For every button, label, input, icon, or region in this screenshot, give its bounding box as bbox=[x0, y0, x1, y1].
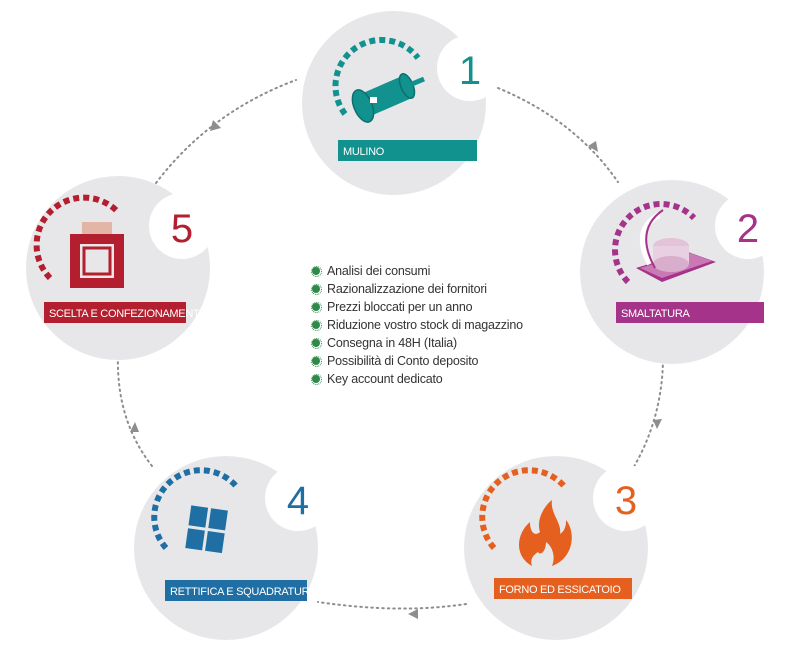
bullet-icon bbox=[310, 319, 322, 331]
step-3-number: 3 bbox=[615, 479, 637, 523]
step-4: 4 RETTIFICA E SQUADRATURA bbox=[134, 456, 331, 640]
connector-arrows bbox=[130, 120, 662, 619]
connector-1-2 bbox=[497, 87, 619, 183]
step-3-label: FORNO ED ESSICATOIO bbox=[499, 584, 621, 596]
step-1: 1 MULINO bbox=[302, 11, 503, 195]
benefit-item: Razionalizzazione dei fornitori bbox=[310, 280, 523, 298]
ball-mill-icon bbox=[332, 37, 425, 123]
step-4-label-box bbox=[165, 580, 307, 601]
step-1-number-badge bbox=[437, 35, 503, 101]
bullet-icon bbox=[310, 283, 322, 295]
step-2-number-badge bbox=[715, 193, 781, 259]
step-5-label-box bbox=[44, 302, 186, 323]
connector-3-4 bbox=[317, 601, 467, 610]
arrow-1-2 bbox=[588, 141, 598, 152]
step-3-number-badge bbox=[593, 465, 659, 531]
step-3-label-box bbox=[494, 578, 632, 599]
step-1-number: 1 bbox=[459, 49, 481, 93]
tile-window-icon bbox=[151, 467, 239, 554]
connector-4-5 bbox=[116, 354, 153, 467]
step-5: 5 SCELTA E CONFEZIONAMENTO bbox=[26, 176, 215, 360]
benefit-item: Prezzi bloccati per un anno bbox=[310, 298, 523, 316]
step-2-number: 2 bbox=[737, 207, 759, 251]
benefit-item: Possibilità di Conto deposito bbox=[310, 352, 523, 370]
step-4-label: RETTIFICA E SQUADRATURA bbox=[170, 586, 317, 598]
benefit-item: Key account dedicato bbox=[310, 370, 523, 388]
step-4-number: 4 bbox=[287, 479, 309, 523]
bullet-icon bbox=[310, 265, 322, 277]
arrow-2-3 bbox=[653, 419, 662, 429]
step-1-label-box bbox=[338, 140, 477, 161]
connector-5-1 bbox=[155, 79, 297, 184]
step-2-label: SMALTATURA bbox=[621, 308, 690, 320]
arrow-4-5 bbox=[130, 422, 139, 432]
arrow-5-1 bbox=[210, 120, 221, 131]
connector-2-3 bbox=[631, 359, 664, 471]
step-2: 2 SMALTATURA bbox=[580, 180, 781, 364]
flame-icon bbox=[479, 467, 572, 566]
packaging-icon bbox=[33, 194, 124, 288]
step-4-number-badge bbox=[265, 465, 331, 531]
bullet-icon bbox=[310, 373, 322, 385]
step-2-label-box bbox=[616, 302, 764, 323]
step-5-number-badge bbox=[149, 193, 215, 259]
glaze-roller-icon bbox=[612, 201, 716, 285]
step-5-label: SCELTA E CONFEZIONAMENTO bbox=[49, 308, 208, 320]
bullet-icon bbox=[310, 355, 322, 367]
bullet-icon bbox=[310, 337, 322, 349]
cycle-connectors bbox=[116, 79, 664, 610]
step-1-label: MULINO bbox=[343, 146, 385, 158]
bullet-icon bbox=[310, 301, 322, 313]
benefit-item: Consegna in 48H (Italia) bbox=[310, 334, 523, 352]
step-5-number: 5 bbox=[171, 207, 193, 251]
arrow-3-4 bbox=[408, 609, 418, 619]
step-3: 3 FORNO ED ESSICATOIO bbox=[464, 456, 659, 640]
benefits-list: Analisi dei consumi Razionalizzazione de… bbox=[310, 262, 523, 388]
benefit-item: Riduzione vostro stock di magazzino bbox=[310, 316, 523, 334]
benefit-item: Analisi dei consumi bbox=[310, 262, 523, 280]
